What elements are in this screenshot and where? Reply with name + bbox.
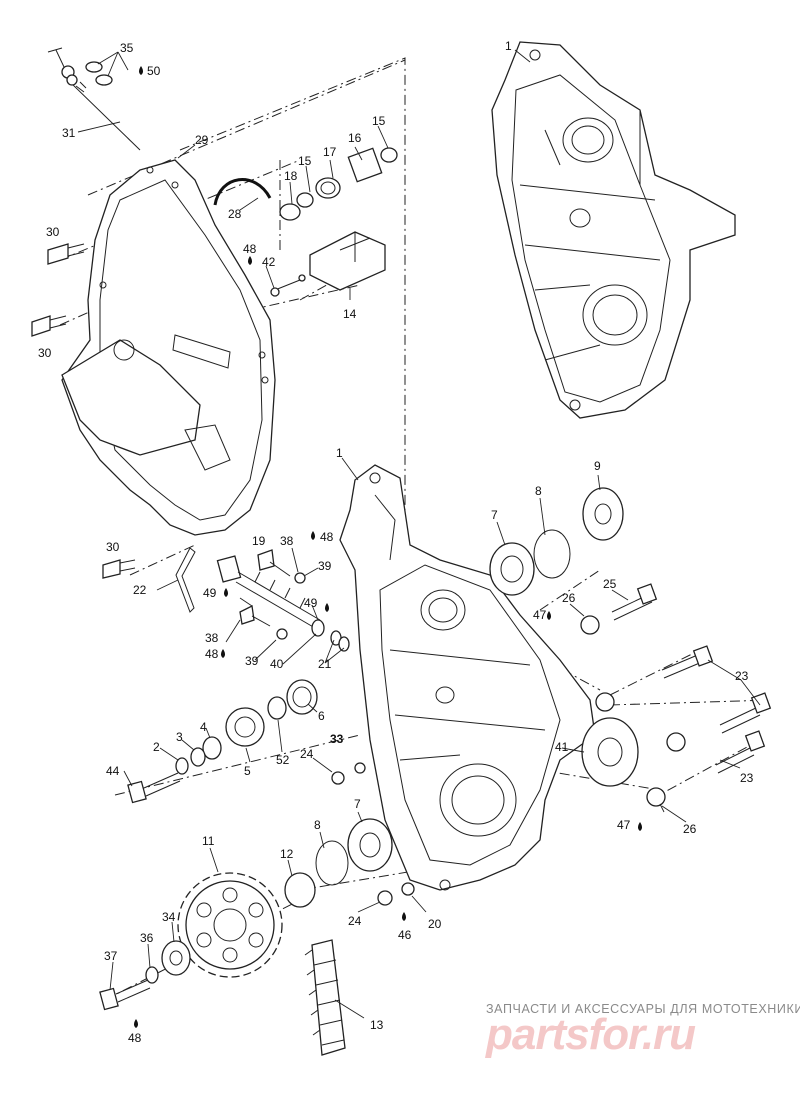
bearing-7-ring-8-washer-9: [489, 487, 639, 787]
part-label: 9: [594, 459, 601, 473]
dipstick-31: [47, 47, 141, 151]
lower-bearing-7-ring-8: [284, 818, 415, 908]
part-label: 47: [617, 818, 631, 832]
part-label: 37: [104, 949, 118, 963]
oil-drop-icon: [248, 256, 252, 265]
sprocket-11: [177, 872, 283, 978]
part-label: 18: [284, 169, 298, 183]
cotter-pin-22: [175, 547, 196, 613]
oil-drop-icon: [311, 531, 315, 540]
part-label: 7: [354, 797, 361, 811]
bolts-30: [31, 243, 136, 579]
part-label: 38: [280, 534, 294, 548]
part-label: 15: [372, 114, 386, 128]
part-label: 31: [62, 126, 76, 140]
part-label: 19: [252, 534, 266, 548]
part-label: 29: [195, 133, 209, 147]
part-label: 12: [280, 847, 294, 861]
bolts-nuts-23-25-26: [580, 583, 772, 807]
part-label: 49: [304, 596, 318, 610]
part-label: 46: [398, 928, 412, 942]
part-label: 22: [133, 583, 147, 597]
part-label: 30: [106, 540, 120, 554]
part-label: 8: [314, 818, 321, 832]
part-label: 15: [298, 154, 312, 168]
part-label: 41: [555, 740, 569, 754]
part-label: 1: [336, 446, 343, 460]
part-label: 14: [343, 307, 357, 321]
part-label: 13: [370, 1018, 384, 1032]
part-label: 35: [120, 41, 134, 55]
part-label: 24: [300, 747, 314, 761]
part-label: 23: [735, 669, 749, 683]
part-label: 48: [243, 242, 257, 256]
bearing-16-17-18: [279, 147, 398, 221]
oil-drop-icon: [402, 912, 406, 921]
part-label: 39: [245, 654, 259, 668]
part-label: 11: [202, 834, 215, 848]
part-label: 17: [323, 145, 337, 159]
part-label: 48: [320, 530, 334, 544]
chain-13: [304, 939, 346, 1056]
part-label: 24: [348, 914, 362, 928]
oil-drop-icons: [134, 66, 642, 1028]
chaincase-housing-front: [339, 464, 596, 891]
oil-drop-icon: [547, 611, 551, 620]
part-label: 1: [505, 39, 512, 53]
part-label: 48: [128, 1031, 142, 1045]
watermark-tagline: ЗАПЧАСТИ И АКСЕССУАРЫ ДЛЯ МОТОТЕХНИКИ: [486, 1002, 800, 1016]
part-label: 5: [244, 764, 251, 778]
part-label: 7: [491, 508, 498, 522]
part-label: 8: [535, 484, 542, 498]
oil-drop-icon: [638, 822, 642, 831]
sprocket-assembly-upper: [127, 679, 366, 804]
part-label: 40: [270, 657, 284, 671]
watermark-logo: partsfor.ru: [486, 1010, 696, 1059]
part-label: 36: [140, 931, 154, 945]
part-label: 3: [176, 730, 183, 744]
part-label: 50: [147, 64, 161, 78]
part-label: 6: [318, 709, 325, 723]
part-label: 48: [205, 647, 219, 661]
leader-lines: [77, 49, 761, 1019]
part-label: 34: [162, 910, 176, 924]
part-label: 20: [428, 917, 442, 931]
part-label: 47: [533, 608, 547, 622]
chaincase-housing-rear: [491, 41, 736, 419]
part-label: 30: [46, 225, 60, 239]
part-label: 26: [562, 591, 576, 605]
part-number-labels: 1 35 50 31 29 15 16 17 15 18 28 30 48 42…: [38, 39, 754, 1045]
tensioner-block-14: [270, 231, 386, 297]
part-label: 38: [205, 631, 219, 645]
part-label: 33: [330, 732, 344, 746]
breather-tube-28: [213, 178, 272, 206]
part-label: 25: [603, 577, 617, 591]
oil-drop-icon: [134, 1019, 138, 1028]
part-label: 49: [203, 586, 217, 600]
part-label: 21: [318, 657, 332, 671]
oil-drop-icon: [139, 66, 143, 75]
part-label: 23: [740, 771, 754, 785]
sprocket-bolt-37: [99, 940, 191, 1011]
chaincase-cover: [61, 159, 276, 536]
shaft-bolt-19: [216, 549, 350, 652]
oil-drop-icon: [221, 649, 225, 658]
part-label: 39: [318, 559, 332, 573]
part-label: 42: [262, 255, 276, 269]
part-label: 30: [38, 346, 52, 360]
part-label: 44: [106, 764, 120, 778]
part-label: 28: [228, 207, 242, 221]
oil-drop-icon: [325, 603, 329, 612]
oil-drop-icon: [224, 588, 228, 597]
o-rings-35: [85, 61, 113, 86]
part-label: 4: [200, 720, 207, 734]
part-label: 52: [276, 753, 290, 767]
part-label: 2: [153, 740, 160, 754]
part-label: 16: [348, 131, 362, 145]
part-label: 26: [683, 822, 697, 836]
